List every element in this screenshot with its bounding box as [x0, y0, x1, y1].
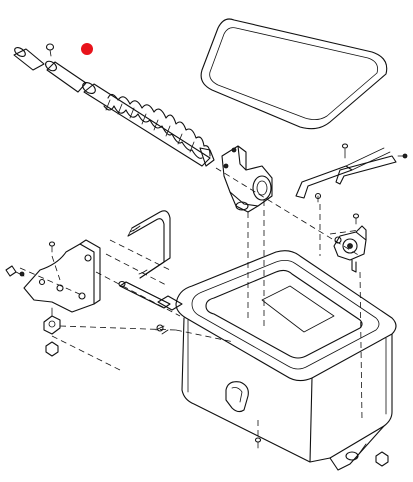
- assembly-guide-lines: [19, 167, 363, 438]
- auger-spring[interactable]: [103, 93, 215, 167]
- hopper-bin[interactable]: [175, 250, 397, 471]
- u-bolt[interactable]: [127, 210, 171, 279]
- auger-shaft[interactable]: [13, 43, 211, 167]
- auger-housing-bracket[interactable]: [221, 145, 273, 213]
- hopper-lid-strap[interactable]: [295, 143, 408, 203]
- agitator-coupling[interactable]: [333, 213, 367, 273]
- side-bracket[interactable]: [5, 239, 101, 357]
- hopper-support-bracket[interactable]: [118, 280, 183, 335]
- highlight-marker[interactable]: [81, 43, 93, 55]
- hopper-lid[interactable]: [200, 18, 388, 130]
